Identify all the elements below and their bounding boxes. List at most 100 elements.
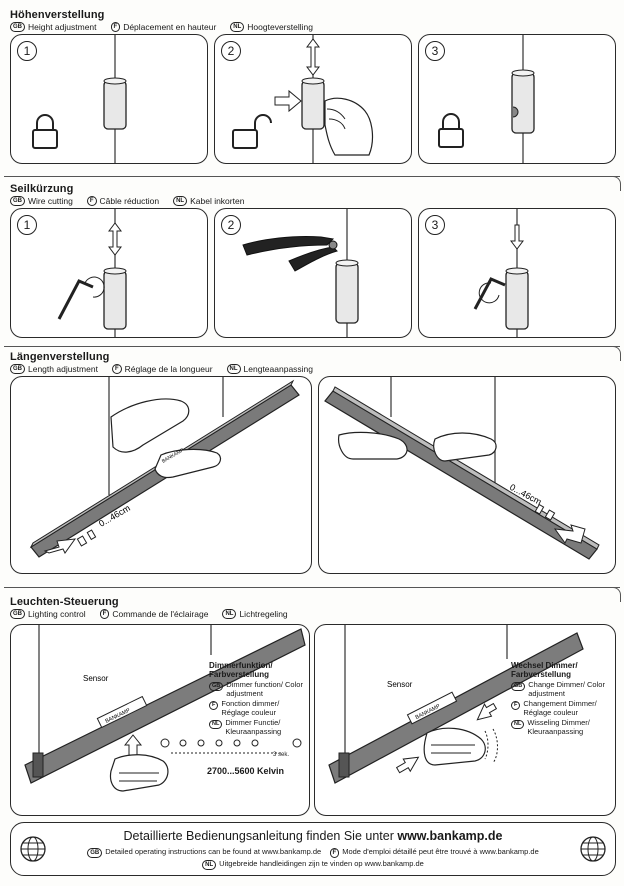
footer-url: www.bankamp.de bbox=[397, 829, 503, 843]
unlock-icon bbox=[232, 114, 272, 149]
label-gb: Lighting control bbox=[28, 609, 86, 619]
badge-gb: GB bbox=[10, 22, 25, 32]
section-divider bbox=[4, 587, 620, 588]
section-corner bbox=[606, 346, 621, 361]
lighting-right-nl: Wisseling Dimmer/ Kleuraanpassing bbox=[527, 718, 590, 736]
arrow-icon bbox=[43, 529, 97, 554]
height-step-3-panel: 3 bbox=[418, 34, 616, 164]
label-nl: Hoogteverstelling bbox=[247, 22, 313, 32]
sensor-label: Sensor bbox=[83, 674, 109, 683]
wire-step-1-panel: 1 bbox=[10, 208, 208, 338]
hand-icon bbox=[324, 97, 374, 156]
badge-nl: NL bbox=[226, 364, 241, 374]
label-nl: Kabel inkorten bbox=[190, 196, 245, 206]
pliers-icon bbox=[242, 236, 338, 272]
lighting-left-nl: Dimmer Functie/ Kleuraanpassing bbox=[225, 718, 282, 736]
arrow-icon bbox=[476, 702, 498, 721]
arrow-icon bbox=[395, 756, 420, 774]
length-right-drawing: 0...46cm bbox=[324, 377, 600, 560]
step-number: 3 bbox=[425, 215, 445, 235]
label-gb: Wire cutting bbox=[28, 196, 73, 206]
hex-key-icon bbox=[473, 277, 506, 310]
section-title-height: Höhenverstellung bbox=[10, 9, 105, 21]
footer-box: Detaillierte Bedienungsanleitung finden … bbox=[10, 822, 616, 876]
lighting-right-panel: BANKAMP Sensor Wechsel Dimmer/ Farbverst… bbox=[314, 624, 616, 816]
footer-nl: Uitgebreide handleidingen zijn te vinden… bbox=[219, 859, 424, 868]
badge-gb: GB bbox=[209, 682, 224, 691]
badge-gb: GB bbox=[10, 196, 25, 206]
globe-icon bbox=[20, 836, 46, 862]
badge-nl: NL bbox=[511, 720, 525, 729]
hand-icon bbox=[110, 398, 222, 479]
section-corner bbox=[606, 176, 621, 191]
label-gb: Height adjustment bbox=[28, 22, 97, 32]
badge-nl: NL bbox=[209, 720, 223, 729]
section-corner bbox=[606, 587, 621, 602]
hand-icon bbox=[423, 727, 498, 766]
kelvin-label: 2700...5600 Kelvin bbox=[207, 766, 285, 776]
arrow-icon bbox=[123, 734, 143, 756]
height-step-1-drawing bbox=[32, 35, 127, 163]
footer-main: Detaillierte Bedienungsanleitung finden … bbox=[11, 829, 615, 843]
footer-f: Mode d'emploi détaillé peut être trouvé … bbox=[342, 847, 539, 856]
badge-gb: GB bbox=[10, 364, 25, 374]
lighting-right-gb: Change Dimmer/ Color adjustment bbox=[528, 680, 605, 698]
hand-icon bbox=[109, 754, 169, 792]
height-step-3-drawing bbox=[438, 35, 535, 163]
length-left-panel: 0...46cm BANKAMP bbox=[10, 376, 312, 574]
length-left-drawing: 0...46cm BANKAMP bbox=[29, 377, 300, 558]
label-f: Commande de l'éclairage bbox=[112, 609, 209, 619]
badge-gb: GB bbox=[10, 609, 25, 619]
label-f: Déplacement en hauteur bbox=[123, 22, 217, 32]
length-right-panel: 0...46cm bbox=[318, 376, 616, 574]
hex-key-icon bbox=[57, 279, 94, 320]
lighting-left-drawing: BANKAMP Sensor bbox=[24, 625, 306, 792]
bulb-icon bbox=[160, 738, 302, 754]
lock-icon bbox=[438, 113, 464, 148]
arrow-icon bbox=[306, 38, 320, 76]
lighting-left-panel: BANKAMP Sensor Dimmerfunktion/ Farbverst… bbox=[10, 624, 310, 816]
section-title-length: Längenverstellung bbox=[10, 351, 110, 363]
badge-nl: NL bbox=[173, 196, 188, 206]
wire-step-2-panel: 2 bbox=[214, 208, 412, 338]
lighting-right-heading: Wechsel Dimmer/ Farbverstellung bbox=[511, 661, 578, 679]
badge-f: F bbox=[329, 848, 340, 858]
duration-label: 3 sek. bbox=[273, 752, 290, 758]
height-step-2-drawing bbox=[232, 35, 374, 163]
footer-gb: Detailed operating instructions can be f… bbox=[105, 847, 322, 856]
lighting-right-drawing: BANKAMP Sensor bbox=[328, 625, 584, 784]
section-title-lighting: Leuchten-Steuerung bbox=[10, 596, 119, 608]
section-divider bbox=[4, 176, 620, 177]
badge-gb: GB bbox=[87, 848, 103, 858]
footer-main-text: Detaillierte Bedienungsanleitung finden … bbox=[123, 829, 398, 843]
section-divider bbox=[4, 346, 620, 347]
wire-step-1-drawing bbox=[57, 209, 127, 337]
badge-nl: NL bbox=[222, 609, 237, 619]
lighting-right-f: Changement Dimmer/ Réglage couleur bbox=[523, 699, 597, 717]
badge-f: F bbox=[110, 22, 121, 32]
label-f: Câble réduction bbox=[99, 196, 160, 206]
label-gb: Length adjustment bbox=[28, 364, 98, 374]
wire-step-3-drawing bbox=[473, 209, 529, 337]
label-nl: Lengteaanpassing bbox=[243, 364, 314, 374]
sensor-label: Sensor bbox=[387, 680, 413, 689]
hand-icon bbox=[338, 431, 497, 462]
height-step-2-panel: 2 bbox=[214, 34, 412, 164]
badge-nl: NL bbox=[230, 22, 245, 32]
label-f: Réglage de la longueur bbox=[124, 364, 213, 374]
wire-step-2-drawing bbox=[242, 209, 359, 337]
step-number: 1 bbox=[17, 215, 37, 235]
lighting-left-heading: Dimmerfunktion/ Farbverstellung bbox=[209, 661, 273, 679]
wire-step-3-panel: 3 bbox=[418, 208, 616, 338]
lighting-left-gb: Dimmer function/ Color adjustment bbox=[226, 680, 303, 698]
section-title-wire: Seilkürzung bbox=[10, 183, 74, 195]
globe-icon bbox=[580, 836, 606, 862]
height-step-1-panel: 1 bbox=[10, 34, 208, 164]
